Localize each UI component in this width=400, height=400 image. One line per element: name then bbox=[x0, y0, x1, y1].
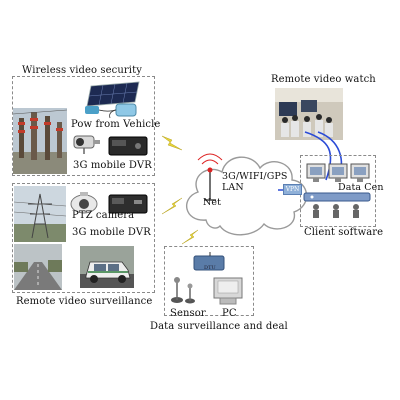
surveillance-bolt-icon bbox=[161, 197, 183, 215]
road-photo bbox=[14, 244, 62, 290]
cloud-network-types: 3G/WIFI/GPS bbox=[222, 171, 288, 182]
client-software-title: Client software bbox=[304, 227, 384, 238]
monitor-icon bbox=[306, 163, 370, 182]
pc-label: PC bbox=[222, 308, 237, 319]
substation-photo bbox=[13, 108, 67, 174]
cloud-lan-label: LAN bbox=[222, 182, 244, 193]
sensor-icon bbox=[171, 277, 195, 304]
cloud-net-label: Net bbox=[203, 197, 222, 208]
data-bolt-icon bbox=[181, 229, 199, 245]
surveillance-dvr-device bbox=[108, 194, 148, 214]
sensor-label: Sensor bbox=[170, 308, 206, 319]
power-adapter-icon bbox=[109, 103, 137, 119]
operators-icon bbox=[313, 204, 359, 218]
network-cloud bbox=[185, 153, 308, 236]
data-panel-title: Data surveillance and deal bbox=[150, 321, 288, 332]
wireless-panel-title: Wireless video security bbox=[22, 65, 142, 76]
surveillance-dvr-label: 3G mobile DVR bbox=[72, 227, 151, 238]
wireless-dvr-label: 3G mobile DVR bbox=[73, 160, 152, 171]
antenna-icon bbox=[197, 153, 223, 201]
pc-icon bbox=[213, 277, 243, 305]
vpn-badge: VPN bbox=[283, 184, 302, 195]
remote-watch-title: Remote video watch bbox=[271, 74, 376, 85]
mobile-dvr-device bbox=[108, 136, 148, 156]
remote-video-surveillance-panel bbox=[12, 183, 155, 293]
vpn-badge-text: VPN bbox=[285, 186, 300, 193]
power-from-vehicle-label: Pow from Vehicle bbox=[71, 119, 161, 130]
power-tower-photo bbox=[14, 186, 66, 242]
server-rack-icon bbox=[303, 192, 371, 202]
data-center-label: Data Cen bbox=[338, 182, 384, 193]
data-surveillance-panel bbox=[164, 246, 254, 316]
dtu-device bbox=[193, 252, 225, 271]
dtu-label: DTU bbox=[204, 265, 216, 271]
ptz-camera-icon bbox=[70, 192, 98, 214]
remote-watch-photo bbox=[275, 88, 343, 140]
vehicle-photo bbox=[80, 246, 134, 288]
surveillance-panel-title: Remote video surveillance bbox=[16, 296, 153, 307]
solar-panel-icon bbox=[85, 81, 140, 114]
wireless-bolt-icon bbox=[161, 135, 183, 151]
ptz-camera-label: PTZ camera bbox=[72, 210, 135, 221]
wireless-video-security-panel bbox=[12, 76, 155, 176]
camera-icon bbox=[73, 135, 100, 154]
